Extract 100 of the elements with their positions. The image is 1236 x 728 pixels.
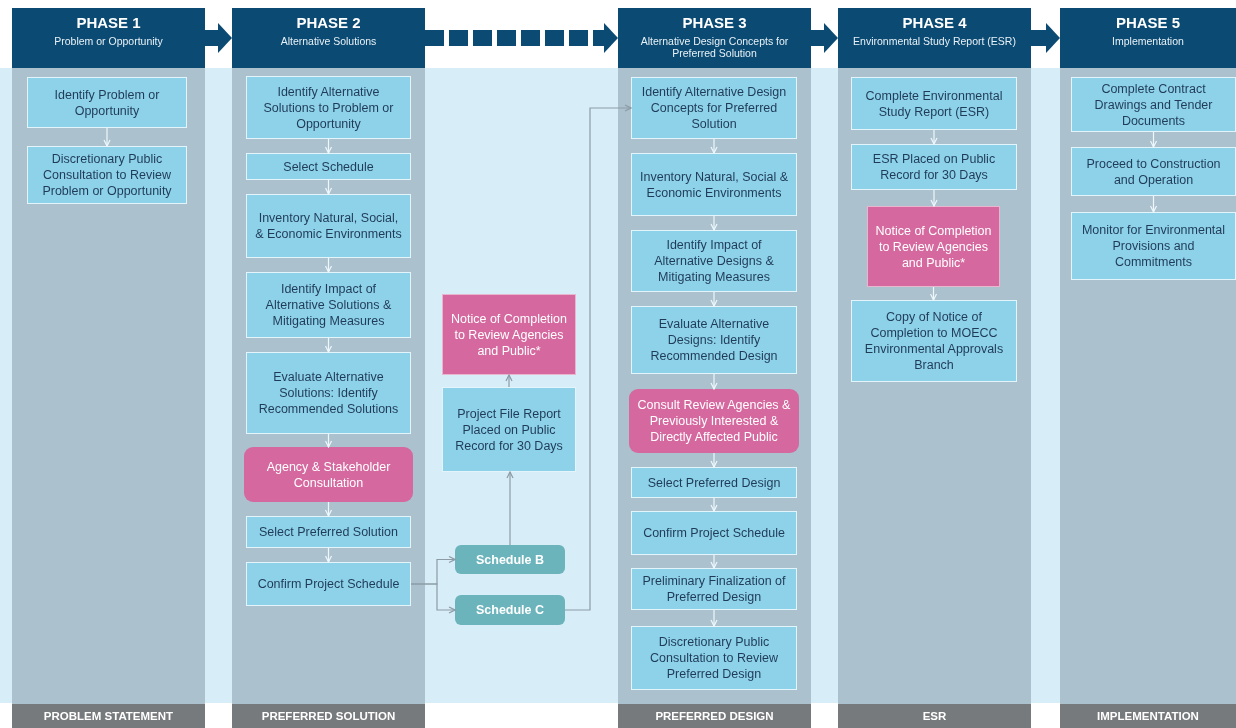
phase-arrow (1031, 23, 1060, 53)
step-label: Notice of Completion to Review Agencies and Public* (450, 310, 568, 359)
phase-title: PHASE 5 (1115, 14, 1181, 32)
process-box (631, 568, 797, 610)
process-box (246, 272, 411, 338)
step-label: Confirm Project Schedule (643, 525, 785, 541)
step-label: Complete Environmental Study Report (ESR) (864, 87, 1004, 120)
phase-arrow (425, 23, 618, 53)
arrow (506, 471, 514, 546)
step-label: Notice of Completion to Review Agencies and Public* (874, 222, 993, 271)
process-box (631, 77, 797, 139)
step-label: Agency & Stakeholder Consultation (265, 458, 392, 491)
process-box (27, 77, 187, 128)
arrow (710, 452, 718, 468)
arrow (324, 547, 333, 563)
consultation-box (629, 389, 799, 453)
phase-column (1060, 8, 1236, 728)
step-label: Complete Contract Drawings and Tender Documents (1093, 80, 1214, 129)
phase-outcome: IMPLEMENTATION (1097, 710, 1199, 722)
step-label: Identify Alternative Design Concepts for Preferred Solution (640, 84, 788, 132)
process-box (851, 77, 1017, 130)
step-label: Identify Impact of Alternative Designs & Mitigating Measures (653, 237, 775, 285)
schedule-box (455, 595, 565, 625)
arrow (710, 138, 718, 154)
step-label: Project File Report Placed on Public Record for 30 Days (454, 405, 564, 454)
phase-outcome: PREFERRED SOLUTION (261, 710, 396, 722)
phase-title: PHASE 1 (76, 14, 141, 32)
arrow (710, 554, 718, 569)
phase-title: PHASE 4 (902, 14, 967, 32)
step-label: Schedule B (475, 551, 545, 568)
process-box (1071, 77, 1236, 132)
step-label: Select Preferred Design (647, 474, 781, 491)
step-label: Select Schedule (283, 158, 374, 175)
step-label: Evaluate Alternative Solutions: Identify Recommended Solutions (257, 369, 400, 417)
phase-outcome: ESR (922, 710, 947, 722)
arrow (324, 433, 333, 448)
step-label: Select Preferred Solution (259, 524, 398, 540)
phase-column (838, 8, 1031, 728)
arrow (710, 373, 718, 390)
process-box (246, 153, 411, 180)
process-box (246, 194, 411, 258)
process-box (631, 153, 797, 216)
arrow (324, 337, 333, 353)
process-box (246, 562, 411, 606)
arrow (710, 215, 718, 231)
step-label: Inventory Natural, Social, & Economic Environments (254, 210, 403, 242)
arrow (930, 189, 938, 207)
step-label: Identify Impact of Alternative Solutions & Mitigating Measures (264, 281, 393, 329)
schedule-box (455, 545, 565, 574)
arrow (564, 104, 632, 611)
notice-box (867, 206, 1000, 287)
arrow (410, 583, 456, 614)
step-label: Proceed to Construction and Operation (1085, 155, 1222, 188)
step-label: Evaluate Alternative Designs: Identify Recommended Design (649, 316, 779, 364)
phase-subtitle: Environmental Study Report (ESR) (852, 35, 1017, 47)
phase-subtitle: Problem or Opportunity (53, 35, 164, 47)
step-label: Consult Review Agencies & Previously Interested & Directly Affected Public (636, 397, 792, 445)
phase-title: PHASE 3 (682, 14, 747, 32)
step-label: Confirm Project Schedule (257, 576, 400, 592)
process-box (27, 146, 187, 204)
consultation-box (244, 447, 413, 502)
process-box (246, 516, 411, 548)
process-box (851, 300, 1017, 382)
process-box (631, 511, 797, 555)
process-box (851, 144, 1017, 190)
arrow (1149, 195, 1158, 213)
arrow (505, 374, 513, 388)
phase-column (232, 8, 425, 728)
arrow (929, 286, 938, 301)
phase-outcome: PREFERRED DESIGN (655, 710, 774, 722)
phase-title: PHASE 2 (296, 14, 361, 32)
process-box (246, 76, 411, 139)
process-box (442, 387, 576, 472)
phase-outcome: PROBLEM STATEMENT (43, 710, 174, 722)
step-label: Discretionary Public Consultation to Review Problem or Opportunity (41, 151, 173, 199)
arrow (710, 291, 718, 307)
arrow (1149, 131, 1158, 148)
arrow (324, 179, 333, 195)
process-box (631, 230, 797, 292)
phase-subtitle: Alternative Solutions (279, 35, 378, 47)
step-label: Preliminary Finalization of Preferred Design (641, 573, 787, 605)
process-box (631, 306, 797, 374)
step-label: ESR Placed on Public Record for 30 Days (871, 151, 997, 183)
process-box (631, 467, 797, 498)
process-box (1071, 147, 1236, 196)
step-label: Identify Alternative Solutions to Problem or Opportunity (262, 83, 395, 132)
process-box (246, 352, 411, 434)
phase-arrow (205, 23, 232, 53)
step-label: Copy of Notice of Completion to MOECC Environmental Approvals Branch (863, 309, 1005, 373)
arrow (324, 501, 333, 517)
arrow (324, 257, 333, 273)
step-label: Identify Problem or Opportunity (53, 86, 161, 119)
arrow (710, 497, 718, 512)
step-label: Inventory Natural, Social & Economic Environments (639, 168, 789, 201)
phase-column (618, 8, 811, 728)
phase-arrow (811, 23, 838, 53)
process-box (631, 626, 797, 690)
notice-box (442, 294, 576, 375)
arrow (930, 129, 938, 145)
phase-subtitle: Implementation (1111, 35, 1185, 47)
